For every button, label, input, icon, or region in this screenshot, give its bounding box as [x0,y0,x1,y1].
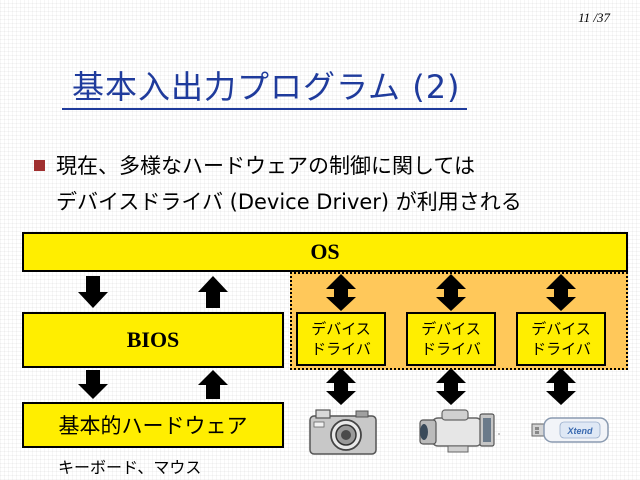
usb-label: Xtend [566,426,593,436]
bullet-square-icon [34,160,45,171]
hardware-box: 基本的ハードウェア [22,402,284,448]
bullet-line-2: デバイスドライバ (Device Driver) が利用される [56,190,522,214]
bios-box: BIOS [22,312,284,368]
driver-line-1: デバイス [421,320,481,338]
slide-title: 基本入出力プログラム (2) [72,68,461,106]
double-arrow-icon [436,368,466,405]
double-arrow-icon [436,274,466,311]
driver-line-2: ドライバ [531,340,591,358]
os-label: OS [310,239,340,264]
page-number: 11 /37 [578,10,610,25]
double-arrow-icon [326,368,356,405]
driver-line-2: ドライバ [421,340,481,358]
arrow-up-icon [198,370,228,399]
bios-label: BIOS [126,327,180,352]
hardware-caption: キーボード、マウス [58,458,202,477]
bullet-line-1: 現在、多様なハードウェアの制御に関しては [56,154,475,178]
double-arrow-icon [546,368,576,405]
arrow-up-icon [198,276,228,308]
arrow-down-icon [78,370,108,399]
hardware-label: 基本的ハードウェア [58,414,248,438]
usb-drive-icon: Xtend [531,417,609,443]
os-box: OS [22,232,628,272]
driver-line-2: ドライバ [311,340,371,358]
camera-icon [309,409,377,455]
device-driver-box: デバイス ドライバ [296,312,386,366]
double-arrow-icon [326,274,356,311]
driver-line-1: デバイス [311,320,371,338]
double-arrow-icon [546,274,576,311]
driver-line-1: デバイス [531,320,591,338]
arrow-down-icon [78,276,108,308]
bullet-text: 現在、多様なハードウェアの制御に関しては デバイスドライバ (Device Dr… [56,148,522,220]
camcorder-icon [419,409,500,453]
device-driver-box: デバイス ドライバ [516,312,606,366]
title-underline [62,108,467,110]
device-driver-box: デバイス ドライバ [406,312,496,366]
